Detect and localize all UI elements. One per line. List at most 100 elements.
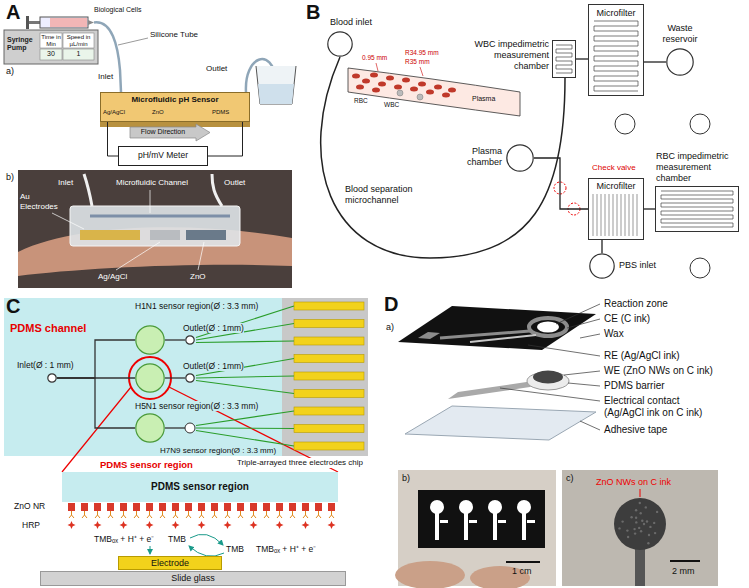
sensor-photo (395, 470, 556, 588)
device-photo (52, 190, 204, 270)
figure-label: Time in Min (40, 34, 62, 48)
electrode-photo (614, 498, 666, 550)
filter-channel (637, 194, 638, 236)
sensor-photo (418, 490, 545, 548)
leader-line (567, 319, 600, 328)
node-label: Inlet(Ø : 1 mm) (17, 360, 74, 370)
electrode-photo (562, 470, 718, 586)
electrode-wire (196, 381, 294, 394)
leader-line (568, 383, 600, 386)
nanowire-texture (648, 534, 650, 536)
figure-label: 1 cm (512, 566, 532, 577)
antibody (290, 511, 295, 518)
printed-electrode (435, 512, 439, 540)
syringe (88, 20, 94, 25)
syringe (26, 16, 29, 29)
filter-channel (605, 194, 606, 236)
node-label: PBS inlet (619, 260, 656, 271)
antibody (160, 511, 165, 518)
nanowire-texture (630, 516, 632, 518)
figure-label: RE (Ag/AgCl ink) (604, 350, 680, 362)
figure-label: R35 mm (405, 58, 430, 66)
figure-label: TMB (226, 544, 244, 554)
sensor-chip: Microfluidic pH Sensor (100, 92, 250, 122)
nanowire-texture (618, 527, 620, 529)
zno-nanorod (159, 503, 166, 511)
red-blood-cell (394, 85, 402, 90)
channel-connector (108, 122, 119, 156)
printed-electrode (469, 520, 477, 523)
channel-connector (165, 377, 185, 378)
nanowire-texture (656, 511, 658, 513)
figure-label: CE (C ink) (604, 313, 650, 325)
node-label: Microfilter (596, 181, 635, 191)
figure-label: PDMS barrier (604, 380, 665, 392)
microfilter-box: Microfilter (588, 178, 644, 240)
antibody (199, 511, 204, 518)
figure-label: Au Electrodes (20, 192, 64, 211)
figure-label: WBC (384, 101, 399, 109)
antibody (277, 511, 282, 518)
red-blood-cell (442, 93, 450, 98)
hrp-star (172, 521, 180, 529)
zno-nanorod (289, 503, 296, 511)
microfluidic-chip-b (615, 114, 635, 134)
filter-channel (601, 194, 602, 236)
printed-electrode (522, 512, 526, 540)
syringe-pump-drawing (63, 33, 94, 48)
device-photo (150, 230, 180, 240)
exploded-sensor (537, 322, 559, 333)
printed-electrode (517, 500, 531, 514)
channel-connector (534, 158, 588, 209)
red-blood-cell (356, 85, 364, 90)
node-label: Microfilter (596, 8, 635, 18)
device-photo (186, 230, 226, 240)
figure-label: Plasma (472, 95, 495, 103)
figure-label: HRP (22, 520, 40, 530)
hrp-star (250, 521, 258, 529)
figure-label: Blood separation microchannel (345, 184, 431, 206)
figure-label: Biological Cells (94, 6, 141, 14)
beaker (258, 84, 294, 104)
panel-letter: B (306, 0, 320, 24)
figure-label: Inlet (98, 72, 113, 82)
channel-connector (576, 58, 588, 59)
figure-label: PDMS channel (10, 322, 86, 335)
printed-electrode (464, 512, 468, 540)
nanowire-texture (640, 512, 642, 514)
figure-label: Electrical contact (Ag/AgCl ink on C ink… (604, 395, 716, 419)
filter-channel (629, 194, 630, 236)
hrp-star (198, 521, 206, 529)
hrp-star (302, 521, 310, 529)
panel-letter: A (6, 0, 20, 24)
antibody (69, 511, 74, 518)
inlet-port: PBS inlet (589, 253, 615, 279)
antibody (134, 511, 139, 518)
circle-outline (48, 374, 56, 382)
exploded-sensor (448, 380, 540, 399)
hrp-star (276, 521, 284, 529)
zno-nanorod (237, 503, 244, 511)
device-photo (198, 242, 204, 270)
red-blood-cell (386, 76, 394, 81)
figure-label: Silicone Tube (150, 30, 198, 40)
reservoir-port: Waste reservoir (666, 48, 694, 76)
node-label: Syringe Pump (7, 36, 41, 52)
figure-label: RBC (354, 97, 368, 105)
zno-nanorod (107, 503, 114, 511)
circle-outline (185, 335, 195, 345)
channel-connector (601, 240, 602, 253)
filter-channel (593, 194, 594, 236)
device-photo (18, 227, 292, 276)
red-blood-cell (372, 88, 380, 93)
nanowire-texture (649, 526, 651, 528)
zno-nanorod (133, 503, 140, 511)
printed-electrode (488, 500, 502, 514)
figure-label: Outlet (224, 178, 245, 188)
zno-nanorod (276, 503, 283, 511)
device-photo (212, 174, 222, 206)
device-photo (52, 213, 84, 229)
circle-outline (136, 364, 164, 392)
microfluidic-chip-b (348, 68, 520, 116)
circle-outline (136, 414, 164, 442)
